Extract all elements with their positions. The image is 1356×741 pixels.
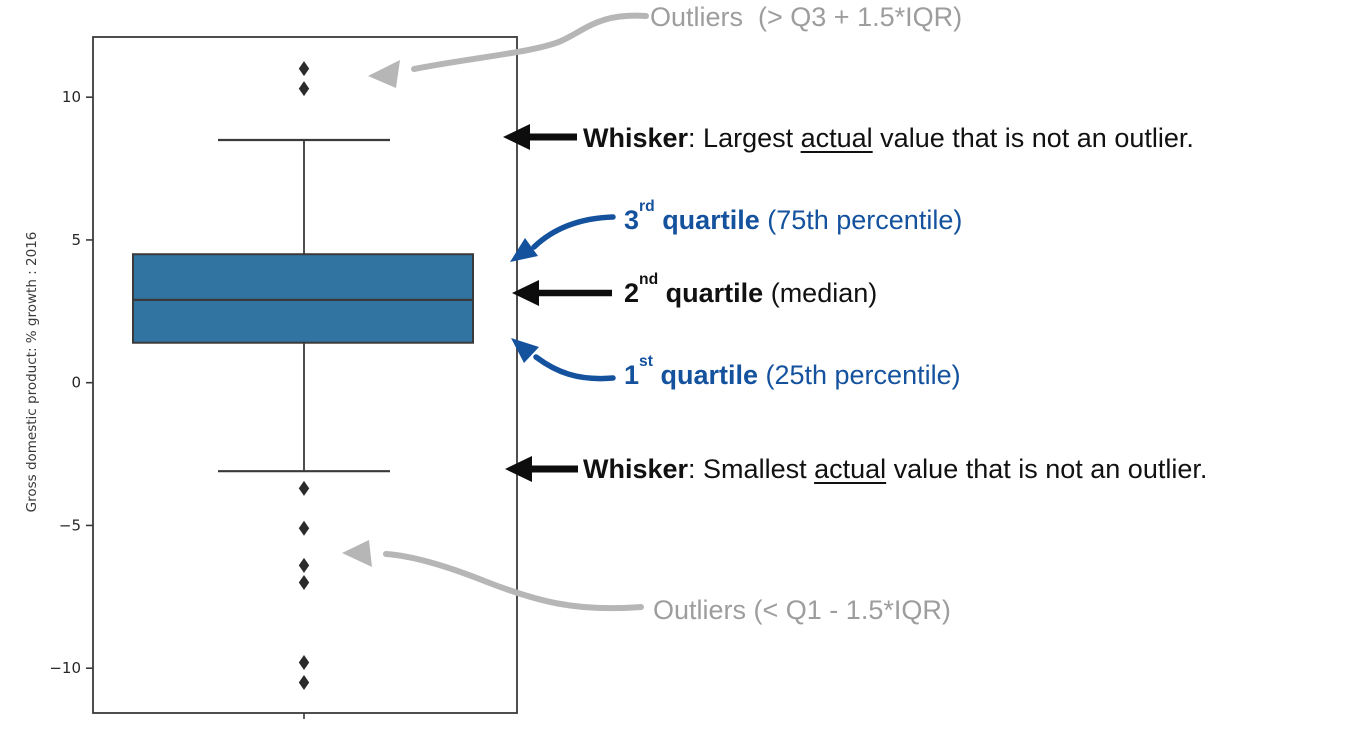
q1-ordinal: 1 — [624, 360, 640, 390]
whisker-high-arrow — [503, 124, 577, 150]
y-tick-label: −5 — [59, 516, 81, 534]
outliers-low-arrow — [342, 540, 644, 612]
q3-ordinal: 3 — [624, 205, 640, 235]
y-tick-label: 0 — [71, 374, 81, 392]
plot-border — [92, 36, 518, 714]
annotation-whisker-low: Whisker: Smallest actual value that is n… — [583, 454, 1208, 485]
annotation-median: 2nd quartile (median) — [624, 271, 878, 309]
whisker-low-pre: : Smallest — [688, 454, 815, 484]
median-arrow — [512, 280, 612, 306]
q1-term: quartile — [652, 360, 758, 390]
annotation-q1: 1st quartile (25th percentile) — [624, 353, 961, 391]
q1-ordinal-suffix: st — [639, 352, 653, 370]
outlier-point — [298, 81, 310, 97]
outlier-point — [298, 480, 310, 496]
outlier-point — [298, 575, 310, 591]
median-detail: (median) — [763, 278, 878, 308]
whisker-low-term: Whisker — [583, 454, 689, 484]
outliers-high-label: Outliers (> Q3 + 1.5*IQR) — [650, 2, 963, 32]
q3-arrow — [510, 214, 616, 262]
y-tick-label: −10 — [49, 659, 81, 677]
whisker-high-pre: : Largest — [688, 123, 801, 153]
whisker-low-underlined: actual — [814, 454, 887, 484]
q3-term: quartile — [654, 205, 760, 235]
q1-arrow — [511, 338, 616, 382]
whisker-low-post: value that is not an outlier. — [886, 454, 1208, 484]
q3-detail: (75th percentile) — [759, 205, 963, 235]
q3-ordinal-suffix: rd — [639, 197, 655, 215]
iqr-box — [132, 253, 474, 344]
y-axis-label: Gross domestic product: % growth : 2016 — [24, 231, 40, 513]
whisker-high-post: value that is not an outlier. — [872, 123, 1194, 153]
median-term: quartile — [658, 278, 764, 308]
y-tick-label: 10 — [62, 88, 81, 106]
whisker-high-underlined: actual — [800, 123, 873, 153]
outlier-point — [298, 61, 310, 77]
q1-detail: (25th percentile) — [757, 360, 961, 390]
y-tick-label: 5 — [71, 231, 81, 249]
whisker-high-term: Whisker — [583, 123, 689, 153]
outlier-point — [298, 654, 310, 670]
annotation-whisker-high: Whisker: Largest actual value that is no… — [583, 123, 1194, 154]
annotation-q3: 3rd quartile (75th percentile) — [624, 198, 963, 236]
outlier-point — [298, 557, 310, 573]
whisker-low-arrow — [505, 456, 578, 482]
outlier-point — [298, 674, 310, 690]
outliers-low-label: Outliers (< Q1 - 1.5*IQR) — [653, 595, 951, 625]
annotation-outliers-high: Outliers (> Q3 + 1.5*IQR) — [650, 2, 963, 33]
outlier-point — [298, 520, 310, 536]
median-ordinal: 2 — [624, 278, 640, 308]
outliers-high-arrow — [368, 12, 649, 88]
median-ordinal-suffix: nd — [639, 270, 659, 288]
annotation-outliers-low: Outliers (< Q1 - 1.5*IQR) — [653, 595, 951, 626]
